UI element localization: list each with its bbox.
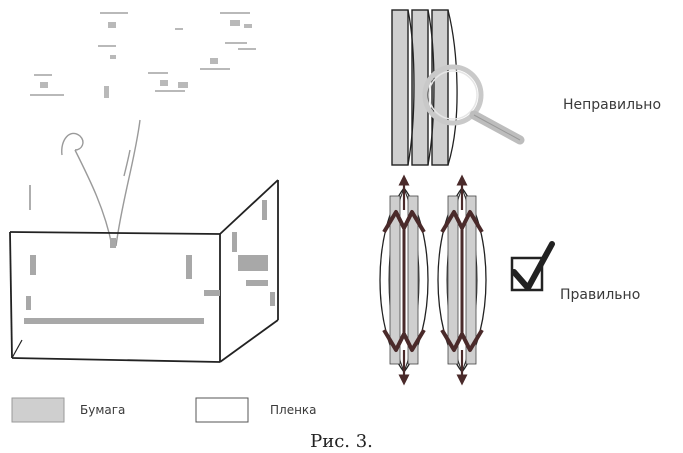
box-outline <box>9 179 279 363</box>
box-inner-marks <box>24 200 275 324</box>
open-box-illustration <box>9 12 279 363</box>
faded-scan-marks <box>30 12 256 98</box>
magnifier-icon <box>422 64 525 145</box>
legend-paper-label: Бумага <box>80 403 126 417</box>
checkmark-icon <box>510 241 555 292</box>
correct-stack <box>379 174 487 386</box>
figure-caption: Рис. 3. <box>310 431 373 452</box>
label-wrong: Неправильно <box>563 97 662 113</box>
tweezers-shape <box>61 119 141 247</box>
label-right: Правильно <box>560 287 641 303</box>
legend-film-swatch <box>195 397 249 423</box>
incorrect-stack <box>391 9 525 166</box>
pull-arrows <box>382 174 484 386</box>
legend-paper-swatch <box>11 397 65 423</box>
legend-film-label: Пленка <box>270 403 317 417</box>
